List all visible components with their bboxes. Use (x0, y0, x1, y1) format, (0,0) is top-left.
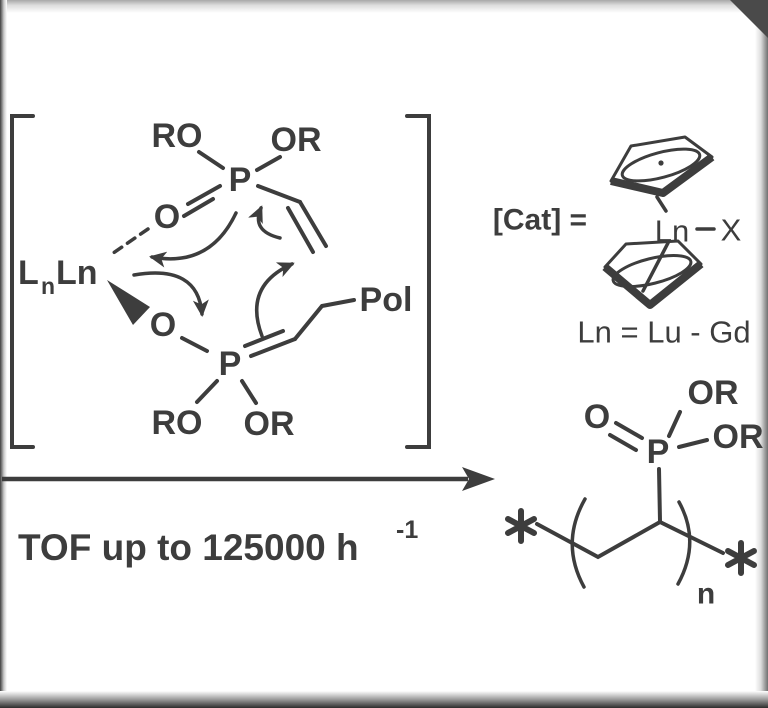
label-metal-l-sub: n (41, 273, 55, 299)
polymer-backbone (535, 519, 725, 560)
asterisk-left (505, 508, 537, 544)
label-p-product: P (647, 433, 670, 471)
reaction-arrow (2, 467, 495, 491)
transition-state-structure (10, 114, 431, 449)
bond-p-or-right-product (677, 438, 709, 449)
centroid-dot (658, 160, 664, 166)
bond-cp-ln-top (655, 195, 668, 213)
arrowhead (462, 467, 495, 491)
bond-p-vinyl (256, 184, 302, 204)
dashed-bond-o-ln (107, 227, 150, 258)
cp-ring-top (609, 135, 715, 197)
curved-arrow-o-to-ln (149, 211, 238, 268)
repeat-paren-close (676, 500, 692, 586)
label-pol: Pol (360, 281, 413, 319)
label-tof: TOF up to 125000 h (18, 527, 359, 568)
bond-chain-pol (293, 298, 356, 341)
label-cat-eq: [Cat] = (493, 204, 587, 237)
label-o-bottom: O (150, 306, 176, 344)
asterisk-right (725, 540, 757, 576)
curved-arrow-chain-to-vinyl (254, 262, 295, 338)
bond-or-p-top (255, 155, 282, 172)
label-p-top: P (229, 161, 252, 199)
label-ln-range: Ln = Lu - Gd (577, 315, 750, 350)
repeat-paren-open (570, 497, 587, 589)
bond-ro-p-top (197, 150, 225, 170)
label-or-top-product: OR (688, 374, 739, 412)
label-ro-top: RO (152, 117, 203, 155)
label-or-top: OR (271, 121, 322, 159)
polymer-product (505, 410, 757, 589)
label-tof-superscript: -1 (396, 516, 418, 544)
frame-right-bevel (755, 0, 768, 708)
left-bracket (10, 114, 35, 449)
label-metal-l: L (18, 254, 39, 292)
label-repeat-n: n (697, 578, 715, 611)
label-ro-bottom: RO (152, 404, 203, 442)
label-o-top: O (154, 198, 180, 236)
curved-arrow-ln-to-o (132, 271, 209, 317)
vinyl-double-bond (286, 200, 328, 254)
bond-o-p-bottom (180, 336, 209, 353)
right-bracket (405, 114, 431, 449)
bond-p-ro-bottom (195, 379, 219, 404)
catalyst-structure: [Cat] = Ln X Ln = Lu - Gd (493, 135, 751, 350)
label-or-right-product: OR (713, 418, 764, 456)
frame-top-bevel (0, 0, 768, 13)
label-p-bottom: P (219, 345, 242, 383)
double-bond-p-c (243, 329, 297, 358)
bond-cp-ln-bottom (641, 241, 670, 293)
double-bond-o-p-product (608, 421, 644, 452)
frame-left-bevel (0, 0, 7, 708)
frame-bottom-bevel (0, 691, 768, 708)
label-metal-ln: Ln (56, 254, 98, 292)
curved-arrows (132, 205, 295, 338)
label-o-product: O (584, 398, 610, 436)
wedge-bond-ln-o (107, 280, 150, 325)
bond-p-or-bottom (240, 379, 258, 405)
label-or-bottom: OR (244, 405, 295, 443)
label-x: X (721, 213, 742, 248)
bond-p-or-top-product (667, 410, 682, 438)
double-bond-p-o-top (182, 184, 222, 218)
curved-arrow-vinyl (248, 205, 282, 240)
bond-p-backbone (657, 467, 662, 523)
